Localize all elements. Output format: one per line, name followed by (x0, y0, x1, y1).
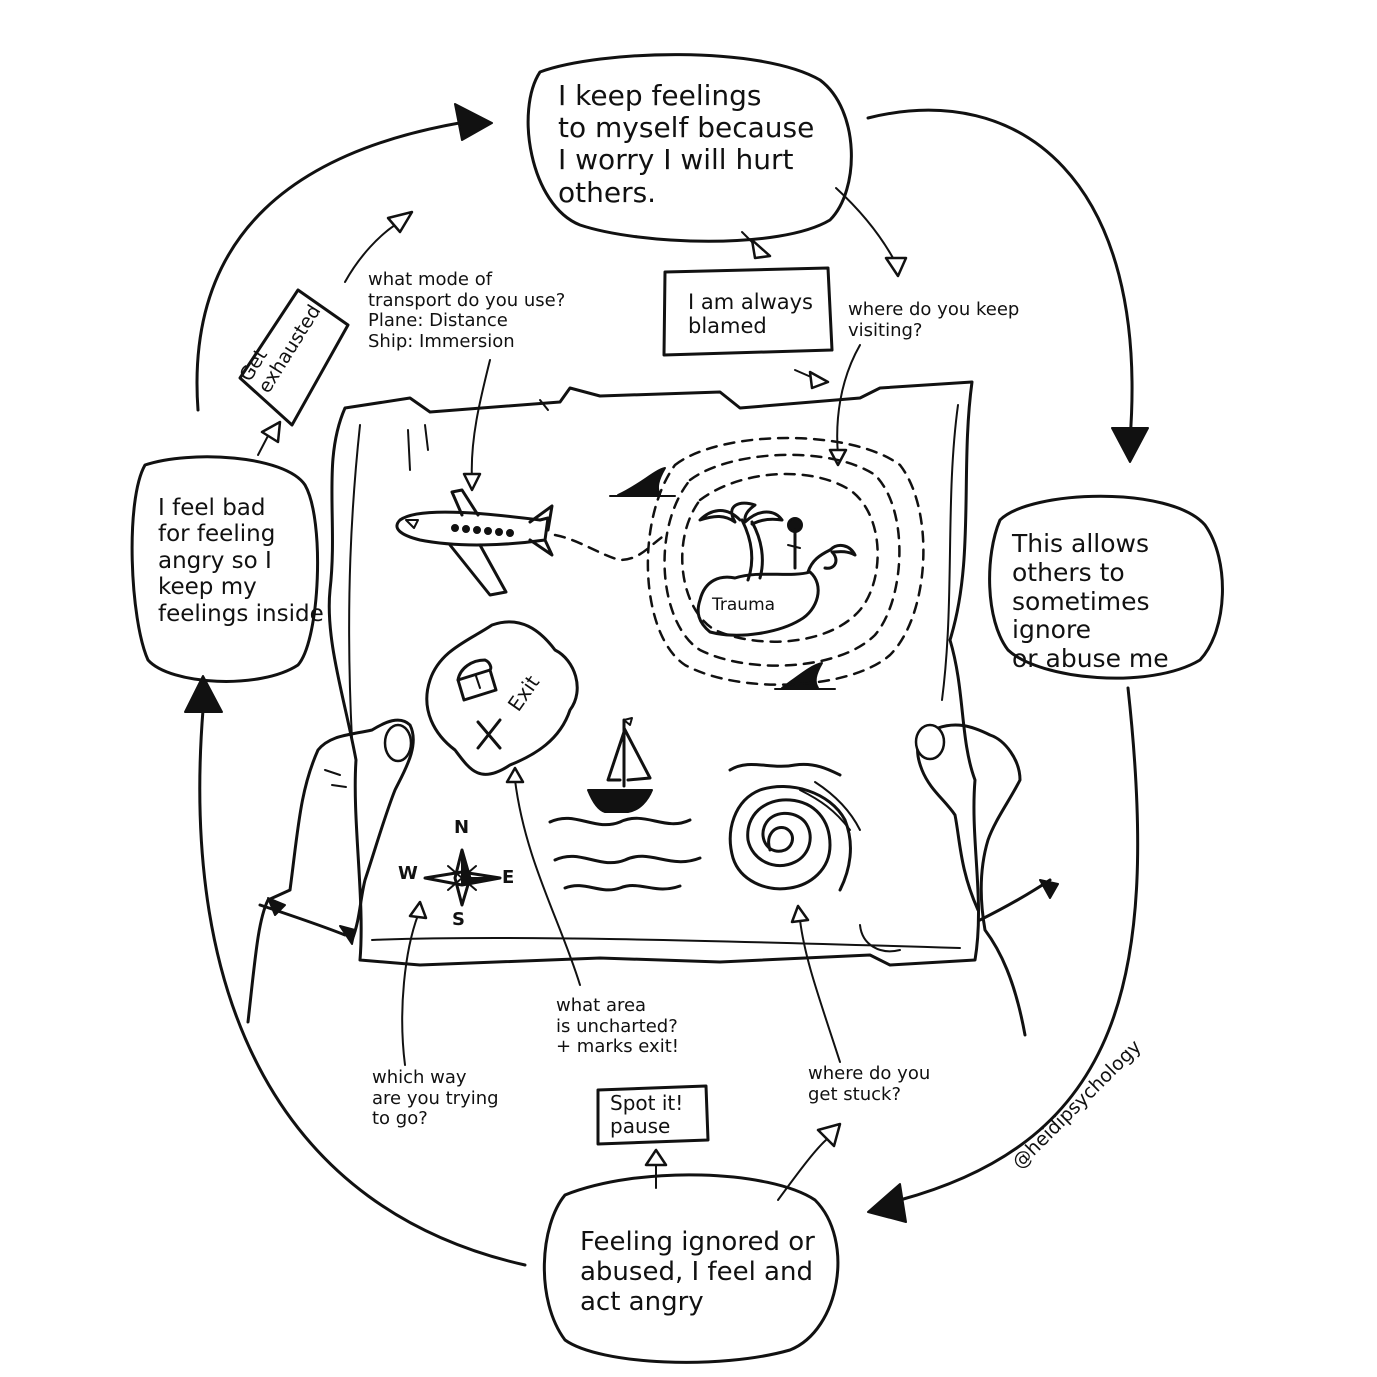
question-stuck: where do you get stuck? (808, 1063, 931, 1105)
question-visiting: where do you keep visiting? (848, 299, 1020, 341)
cycle-arrow-left-to-top (195, 120, 467, 412)
compass-east-label: E (502, 867, 515, 888)
compass-icon (423, 848, 502, 907)
right-hand (916, 723, 1027, 1037)
cycle-arrow-bottom-to-left (198, 708, 527, 1267)
arrowhead-top (454, 103, 493, 141)
node-left-bubble (130, 455, 320, 683)
sailboat-icon (587, 717, 653, 813)
node-bottom-text: Feeling ignored or abused, I feel and ac… (580, 1227, 815, 1317)
wave-line (548, 816, 692, 827)
node-top-bubble (526, 53, 853, 243)
node-right-text: This allows others to sometimes ignore o… (1012, 529, 1169, 673)
x-mark-icon (476, 718, 502, 750)
label-trauma: Trauma (712, 595, 776, 615)
box-exhausted-outline (238, 288, 350, 427)
uncharted-area (425, 620, 579, 776)
compass-west-label: W (398, 863, 418, 884)
airplane-icon (395, 488, 554, 597)
cycle-arrow-top-to-right (866, 108, 1134, 442)
node-bottom-bubble (542, 1173, 840, 1364)
arrowhead-right (1111, 427, 1149, 463)
treasure-chest-icon (456, 668, 498, 702)
node-top-text: I keep feelings to myself because I worr… (558, 79, 815, 209)
node-right-bubble (988, 494, 1224, 680)
map-sheet-outline (327, 380, 980, 967)
question-uncharted: what area is uncharted? + marks exit! (556, 995, 679, 1058)
shark-fin-icon (617, 467, 666, 496)
node-left-text: I feel bad for feeling angry so I keep m… (158, 495, 324, 627)
credit-handle: @heidipsychology (1008, 1036, 1146, 1174)
trauma-island (646, 436, 925, 686)
arrowhead-bottom (867, 1183, 907, 1223)
whirlpool-icon (728, 762, 861, 892)
arrowhead-left (184, 675, 223, 713)
box-spot-outline (596, 1084, 710, 1146)
box-blamed-outline (662, 266, 834, 357)
flight-path (553, 533, 667, 562)
shark-fin-icon-2 (781, 662, 823, 689)
left-hand (246, 718, 415, 1024)
compass-south-label: S (452, 909, 465, 930)
question-way: which way are you trying to go? (372, 1067, 499, 1130)
question-transport: what mode of transport do you use? Plane… (368, 269, 566, 353)
compass-north-label: N (454, 817, 470, 838)
box-blamed-text: I am always blamed (688, 290, 813, 339)
wave-line-2 (553, 854, 702, 865)
box-spot-text: Spot it! pause (610, 1091, 684, 1138)
wave-line-3 (563, 884, 682, 892)
cycle-arrow-right-to-bottom (898, 686, 1140, 1202)
